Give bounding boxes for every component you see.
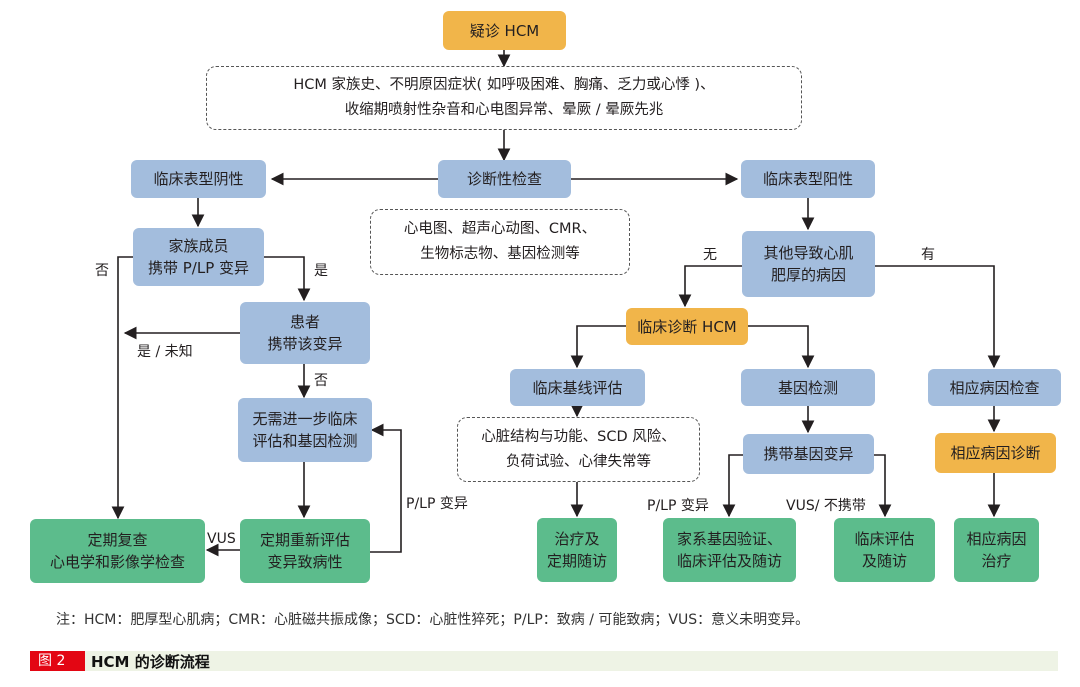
figure-number: 图 2 (30, 651, 85, 671)
node-periodic-review: 定期复查 心电学和影像学检查 (30, 519, 205, 583)
edge-label-have: 有 (921, 247, 935, 263)
edge-label-none: 无 (703, 247, 717, 263)
edge-label-plp-2: P/LP 变异 (647, 498, 709, 514)
arrow-carry-clinicaleval-vus (874, 454, 892, 518)
node-cause-examination: 相应病因检查 (928, 369, 1061, 406)
edge-label-vus-not-carry: VUS/ 不携带 (786, 498, 866, 514)
figure-caption: 图 2 HCM 的诊断流程 (30, 651, 1058, 671)
arrow-family-review-no (111, 256, 133, 520)
node-family-verification: 家系基因验证、 临床评估及随访 (663, 518, 796, 582)
arrow-other-causeexam-have (875, 265, 1001, 369)
node-suspect-hcm: 疑诊 HCM (443, 11, 566, 50)
abbreviation-note: 注：HCM：肥厚型心肌病；CMR：心脏磁共振成像；SCD：心脏性猝死；P/LP：… (56, 612, 810, 628)
node-baseline-items: 心脏结构与功能、SCD 风险、 负荷试验、心律失常等 (457, 417, 700, 482)
node-diagnostic-tests: 诊断性检查 (438, 160, 571, 198)
node-genetic-testing: 基因检测 (741, 369, 875, 406)
arrow-clinicaldx-baseline (570, 325, 626, 369)
node-periodic-reassess: 定期重新评估 变异致病性 (240, 519, 370, 583)
node-clinical-eval-followup: 临床评估 及随访 (834, 518, 935, 582)
arrow-family-patient-yes (264, 256, 311, 302)
node-cause-diagnosis: 相应病因诊断 (935, 433, 1056, 473)
figure-title: HCM 的诊断流程 (91, 652, 210, 671)
node-other-causes: 其他导致心肌 肥厚的病因 (742, 231, 875, 297)
node-patient-carry: 患者 携带该变异 (240, 302, 370, 364)
node-family-carry: 家族成员 携带 P/LP 变异 (133, 228, 264, 286)
node-indications: HCM 家族史、不明原因症状( 如呼吸困难、胸痛、乏力或心悸 )、 收缩期喷射性… (206, 66, 802, 130)
edge-label-yes: 是 (314, 263, 328, 279)
node-treatment-followup: 治疗及 定期随访 (537, 518, 617, 582)
node-clinical-diagnosis-hcm: 临床诊断 HCM (626, 308, 748, 345)
arrow-carry-familyverify-plp (722, 454, 743, 518)
node-no-further-evaluation: 无需进一步临床 评估和基因检测 (238, 398, 372, 462)
edge-label-vus: VUS (207, 531, 236, 547)
arrow-other-clinicaldx-none (678, 265, 742, 308)
edge-label-plp: P/LP 变异 (406, 496, 468, 512)
edge-label-no-2: 否 (314, 373, 328, 389)
arrow-reassess-nofurther-plp (370, 423, 402, 553)
node-baseline-evaluation: 临床基线评估 (510, 369, 645, 406)
arrow-clinicaldx-genetic (748, 325, 815, 369)
node-test-list: 心电图、超声心动图、CMR、 生物标志物、基因检测等 (370, 209, 630, 275)
edge-label-yes-unknown: 是 / 未知 (137, 344, 193, 360)
edge-label-no: 否 (95, 263, 109, 279)
node-phenotype-positive: 临床表型阳性 (741, 160, 875, 198)
node-cause-treatment: 相应病因 治疗 (954, 518, 1039, 582)
node-carries-variant: 携带基因变异 (743, 434, 874, 474)
node-phenotype-negative: 临床表型阴性 (131, 160, 266, 198)
